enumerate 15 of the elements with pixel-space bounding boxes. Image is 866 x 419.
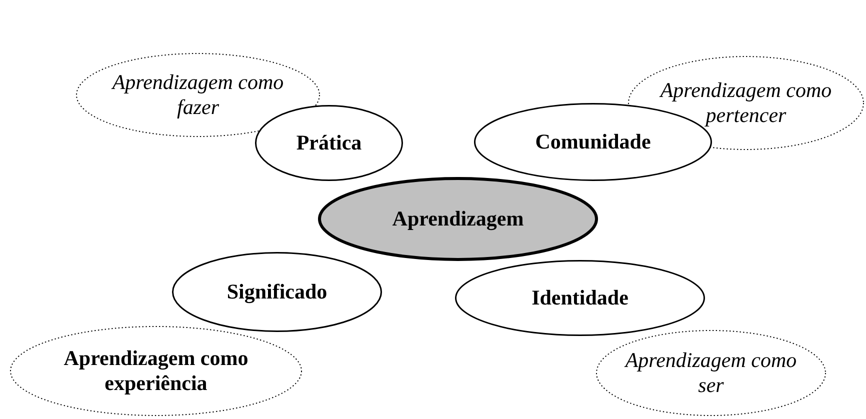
concept-label: Comunidade [534,130,652,154]
concept-label: Aprendizagem como ser [624,348,798,398]
concept-ellipse [255,105,403,181]
concept-ellipse [455,260,705,336]
concept-label: Aprendizagem como experiência [62,346,250,396]
concept-ellipse [172,252,382,332]
concept-label: Significado [226,280,328,304]
concept-label: Identidade [530,286,630,310]
concept-label: Prática [295,130,363,156]
central-ellipse [318,177,598,261]
concept-label: Aprendizagem como fazer [110,70,285,120]
concept-label: Aprendizagem [391,206,525,232]
concept-label: Aprendizagem como pertencer [658,78,833,128]
dotted-ellipse [596,330,826,416]
dotted-ellipse [10,326,302,416]
